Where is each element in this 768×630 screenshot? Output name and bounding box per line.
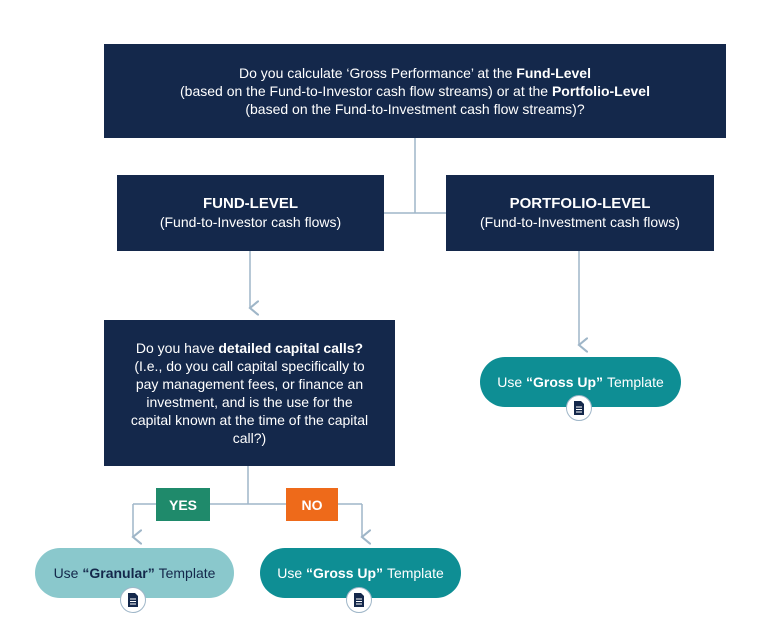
gross-up-template-pill: Use “Gross Up” Template — [260, 548, 461, 598]
yes-label: YES — [156, 488, 210, 521]
question-capital-calls: Do you have detailed capital calls? (I.e… — [104, 320, 395, 466]
question-calculation-level: Do you calculate ‘Gross Performance’ at … — [104, 44, 726, 138]
fund-level-box: FUND-LEVEL (Fund-to-Investor cash flows) — [117, 175, 384, 251]
question-capital-calls-text: Do you have detailed capital calls? (I.e… — [130, 340, 369, 446]
question-line-2: (based on the Fund-to-Investor cash flow… — [180, 83, 650, 99]
granular-template-pill: Use “Granular” Template — [35, 548, 234, 598]
portfolio-level-box: PORTFOLIO-LEVEL (Fund-to-Investment cash… — [446, 175, 714, 251]
document-icon[interactable] — [120, 587, 146, 613]
fund-level-title: FUND-LEVEL — [203, 195, 298, 212]
fund-level-subtitle: (Fund-to-Investor cash flows) — [159, 214, 342, 230]
question-line-1: Do you calculate ‘Gross Performance’ at … — [239, 65, 591, 81]
portfolio-level-title: PORTFOLIO-LEVEL — [509, 195, 651, 212]
question-line-3: (based on the Fund-to-Investment cash fl… — [245, 101, 585, 117]
portfolio-level-subtitle: (Fund-to-Investment cash flows) — [480, 214, 680, 230]
document-icon[interactable] — [346, 587, 372, 613]
no-label: NO — [286, 488, 338, 521]
document-icon[interactable] — [566, 395, 592, 421]
